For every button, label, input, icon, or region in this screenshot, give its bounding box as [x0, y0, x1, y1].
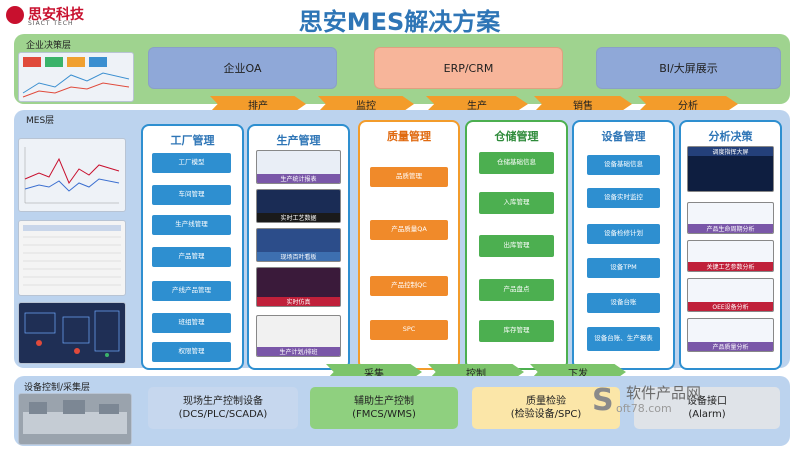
control-box-title: 辅助生产控制 — [354, 396, 414, 407]
equipment-item: 设备TPM — [587, 258, 660, 278]
logo-mark-icon — [6, 6, 24, 24]
equipment-item: 设备基础信息 — [587, 155, 660, 175]
page-title: 思安MES解决方案 — [298, 8, 501, 36]
watermark-subtext: oft78.com — [616, 402, 672, 415]
analysis-column: 分析决策 调度指挥大屏 产品生命周期分析 关键工艺参数分析 OEE设备分析 产品… — [679, 120, 782, 370]
control-box-detail: (Alarm) — [688, 409, 726, 420]
equipment-column-title: 设备管理 — [601, 130, 646, 143]
warehouse-item: 库存管理 — [479, 320, 554, 342]
control-box-quality: 质量检验 (检验设备/SPC) — [472, 387, 620, 429]
production-board-image: 现场百叶看板 — [256, 228, 341, 262]
decision-box-oa: 企业OA — [148, 47, 337, 89]
warehouse-column: 仓储管理 仓储基础信息 入库管理 出库管理 产品盘点 库存管理 — [465, 120, 568, 370]
factory-column-title: 工厂管理 — [170, 134, 215, 147]
warehouse-item: 仓储基础信息 — [479, 152, 554, 174]
control-box-title: 现场生产控制设备 — [183, 396, 263, 407]
production-caption: 现场百叶看板 — [257, 252, 340, 261]
factory-item: 车间管理 — [152, 185, 231, 205]
decision-dashboard-thumbnail — [18, 52, 134, 102]
decision-box-bi: BI/大屏展示 — [596, 47, 781, 89]
analysis-column-title: 分析决策 — [708, 130, 753, 143]
analysis-caption: 产品生命周期分析 — [688, 224, 773, 233]
equipment-item: 设备台账 — [587, 293, 660, 313]
equipment-item: 设备台账、生产报表 — [587, 327, 660, 351]
warehouse-item: 产品盘点 — [479, 279, 554, 301]
factory-item: 工厂模型 — [152, 153, 231, 173]
equipment-column: 设备管理 设备基础信息 设备实时监控 设备检修计划 设备TPM 设备台账 设备台… — [572, 120, 675, 370]
control-box-title: 质量检验 — [526, 396, 566, 407]
watermark-text: 软件产品网 — [626, 384, 702, 402]
analysis-caption: 调度指挥大屏 — [688, 147, 773, 156]
factory-item: 生产线管理 — [152, 215, 231, 235]
equipment-item: 设备实时监控 — [587, 188, 660, 208]
mes-table-thumbnail — [18, 220, 126, 296]
quality-item: SPC — [370, 320, 448, 340]
equipment-item: 设备检修计划 — [587, 224, 660, 244]
control-layer-label: 设备控制/采集层 — [24, 383, 91, 393]
production-plan-image: 生产计划/排班 — [256, 315, 341, 357]
control-box-equipment: 设备接口 (Alarm) — [634, 387, 780, 429]
analysis-caption: 关键工艺参数分析 — [688, 262, 773, 271]
dashboard-chart-icon — [22, 57, 130, 98]
company-logo: 思安科技 SIACT TECH — [6, 6, 136, 27]
arrow-monitor: 监控 — [318, 96, 414, 112]
analysis-lifecycle-image: 产品生命周期分析 — [687, 202, 774, 234]
analysis-oee-image: OEE设备分析 — [687, 278, 774, 312]
quality-column-title: 质量管理 — [387, 130, 431, 143]
control-box-detail: (DCS/PLC/SCADA) — [178, 409, 268, 420]
logo-name-cn: 思安科技 — [28, 7, 84, 23]
mes-layer-label: MES层 — [26, 116, 55, 126]
control-box-auxiliary: 辅助生产控制 (FMCS/WMS) — [310, 387, 458, 429]
control-factory-thumbnail — [18, 393, 132, 445]
control-box-field: 现场生产控制设备 (DCS/PLC/SCADA) — [148, 387, 298, 429]
factory-item: 班组管理 — [152, 313, 231, 333]
production-report-image: 生产统计报表 — [256, 150, 341, 184]
production-caption: 实时工艺数据 — [257, 213, 340, 222]
arrow-sales: 销售 — [534, 96, 632, 112]
warehouse-item: 入库管理 — [479, 192, 554, 214]
arrow-analysis: 分析 — [638, 96, 738, 112]
warehouse-item: 出库管理 — [479, 235, 554, 257]
logo-name-en: SIACT TECH — [28, 20, 74, 27]
production-simulation-image: 实时仿真 — [256, 267, 341, 307]
trend-chart-icon — [24, 147, 120, 204]
analysis-caption: 产品质量分析 — [688, 342, 773, 351]
analysis-dashboard-image: 调度指挥大屏 — [687, 146, 774, 192]
table-grid-icon — [23, 225, 121, 286]
factory-item: 权限管理 — [152, 342, 231, 362]
production-column-title: 生产管理 — [276, 134, 321, 147]
factory-item: 产线产品管理 — [152, 281, 231, 301]
analysis-caption: OEE设备分析 — [688, 302, 773, 311]
control-box-detail: (检验设备/SPC) — [510, 409, 582, 420]
production-caption: 生产统计报表 — [257, 174, 340, 183]
production-column: 生产管理 生产统计报表 实时工艺数据 现场百叶看板 实时仿真 生产计划/排班 — [247, 124, 350, 370]
mes-chart-thumbnail — [18, 138, 126, 212]
control-box-detail: (FMCS/WMS) — [352, 409, 416, 420]
arrow-schedule: 排产 — [210, 96, 306, 112]
quality-item: 产品质量QA — [370, 220, 448, 240]
warehouse-column-title: 仓储管理 — [494, 130, 539, 143]
analysis-process-image: 关键工艺参数分析 — [687, 240, 774, 272]
quality-item: 品质管理 — [370, 167, 448, 187]
factory-column: 工厂管理 工厂模型 车间管理 生产线管理 产品管理 产线产品管理 班组管理 权限… — [141, 124, 244, 370]
quality-column: 质量管理 品质管理 产品质量QA 产品控制QC SPC — [358, 120, 460, 370]
factory-machine-icon — [23, 400, 127, 434]
control-box-title: 设备接口 — [687, 396, 727, 407]
production-realtime-image: 实时工艺数据 — [256, 189, 341, 223]
watermark-s-icon: S — [592, 383, 614, 418]
analysis-quality-image: 产品质量分析 — [687, 318, 774, 352]
production-caption: 实时仿真 — [257, 297, 340, 306]
quality-item: 产品控制QC — [370, 276, 448, 296]
scada-map-icon — [24, 310, 120, 357]
production-caption: 生产计划/排班 — [257, 347, 340, 356]
arrow-production: 生产 — [426, 96, 528, 112]
mes-scada-thumbnail — [18, 302, 126, 364]
decision-box-erp: ERP/CRM — [374, 47, 563, 89]
decision-layer-label: 企业决策层 — [26, 41, 72, 51]
factory-item: 产品管理 — [152, 247, 231, 267]
